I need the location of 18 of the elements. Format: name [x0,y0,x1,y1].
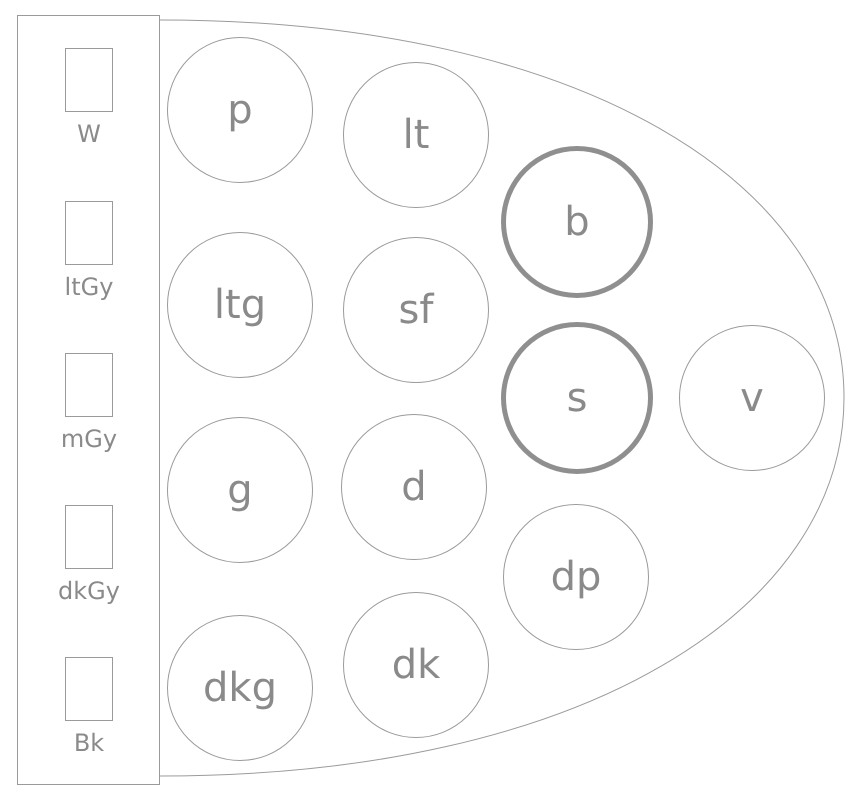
tone-circle: v [679,325,825,471]
side-panel [17,15,160,785]
tone-circle: ltg [167,232,313,378]
tone-circle: dkg [167,615,313,761]
tone-label: W [76,120,102,148]
tone-circle: d [341,414,487,560]
tone-circle: b [501,146,653,298]
tone-label: Bk [72,729,106,757]
tone-circle: g [167,417,313,563]
tone-circle: sf [343,237,489,383]
tone-label: ltGy [64,273,114,301]
tone-label: mGy [60,425,118,453]
tone-circle: dk [343,592,489,738]
tone-circle: dp [503,504,649,650]
tone-label: dkGy [57,577,121,605]
tone-circle: s [501,322,653,474]
tone-circle: lt [343,62,489,208]
tone-circle: p [167,37,313,183]
